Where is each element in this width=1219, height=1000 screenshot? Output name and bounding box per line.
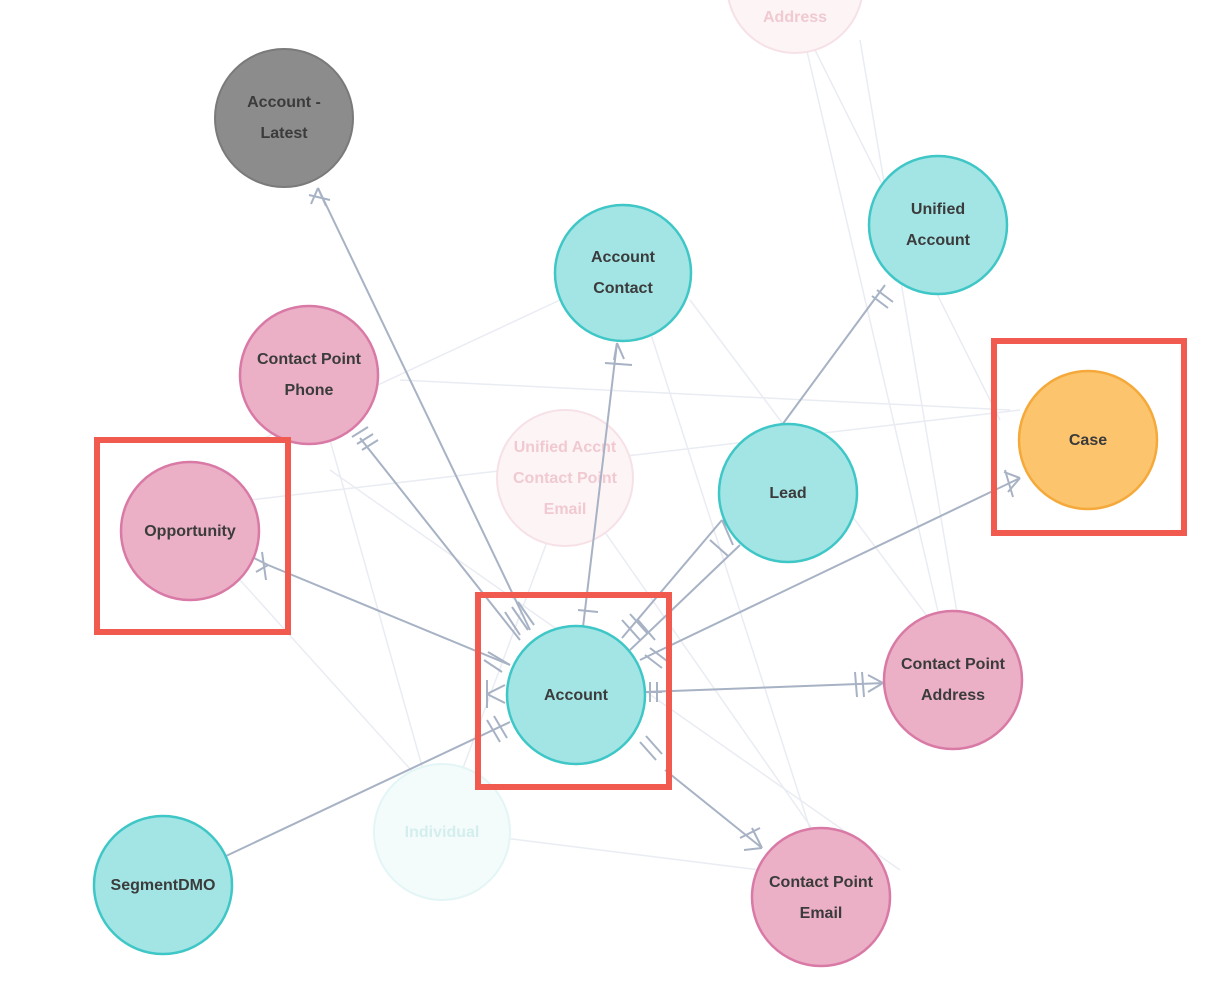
node-label-line-1: Unified — [911, 201, 965, 218]
node-account-latest[interactable]: Account - Latest — [214, 48, 354, 188]
highlight-boxes — [94, 338, 1187, 790]
node-contact-point-phone[interactable]: Contact Point Phone — [238, 304, 380, 446]
node-contact-point-address[interactable]: Contact Point Address — [882, 609, 1024, 751]
node-label-account: Account — [544, 687, 609, 704]
node-label-lead: Lead — [769, 485, 806, 502]
faded-node-address: Address — [727, 0, 863, 54]
node-case[interactable]: Case — [1017, 369, 1159, 511]
node-label-line-1: Contact Point — [901, 656, 1006, 673]
node-label-line-2: Latest — [260, 125, 308, 142]
highlight-box-case — [991, 338, 1187, 536]
node-segment-dmo[interactable]: SegmentDMO — [92, 814, 234, 956]
node-label-individual: Individual — [405, 824, 480, 841]
node-label-line-1: Contact Point — [257, 351, 362, 368]
node-label-line-2: Phone — [285, 382, 334, 399]
node-label-line-2: Account — [906, 232, 971, 249]
node-label-line-1: Account — [591, 249, 656, 266]
node-label-line-1: Account - — [247, 94, 321, 111]
faded-node-individual: Individual — [373, 763, 511, 901]
node-account-contact[interactable]: Account Contact — [553, 203, 693, 343]
highlight-box-opportunity — [94, 437, 291, 635]
node-account[interactable]: Account — [505, 624, 647, 766]
node-label-case: Case — [1069, 432, 1107, 449]
node-label-address: Address — [763, 9, 827, 26]
highlight-box-account — [475, 592, 672, 790]
node-opportunity[interactable]: Opportunity — [119, 460, 261, 602]
node-unified-account[interactable]: Unified Account — [867, 154, 1009, 296]
node-label-line-1: Contact Point — [769, 874, 874, 891]
node-label-line-2: Address — [921, 687, 985, 704]
node-contact-point-email[interactable]: Contact Point Email — [750, 826, 892, 968]
node-label-line-1: Unified Accnt — [514, 439, 617, 456]
node-label-line-2: Contact Point — [513, 470, 618, 487]
node-label-segment-dmo: SegmentDMO — [111, 877, 216, 894]
node-label-line-3: Email — [544, 501, 587, 518]
node-label-opportunity: Opportunity — [144, 523, 236, 540]
main-edges — [225, 187, 1021, 857]
node-label-line-2: Contact — [593, 280, 653, 297]
faded-node-unified-acct-contact-point-email: Unified Accnt Contact Point Email — [496, 409, 634, 547]
node-label-line-2: Email — [800, 905, 843, 922]
node-lead[interactable]: Lead — [717, 422, 859, 564]
